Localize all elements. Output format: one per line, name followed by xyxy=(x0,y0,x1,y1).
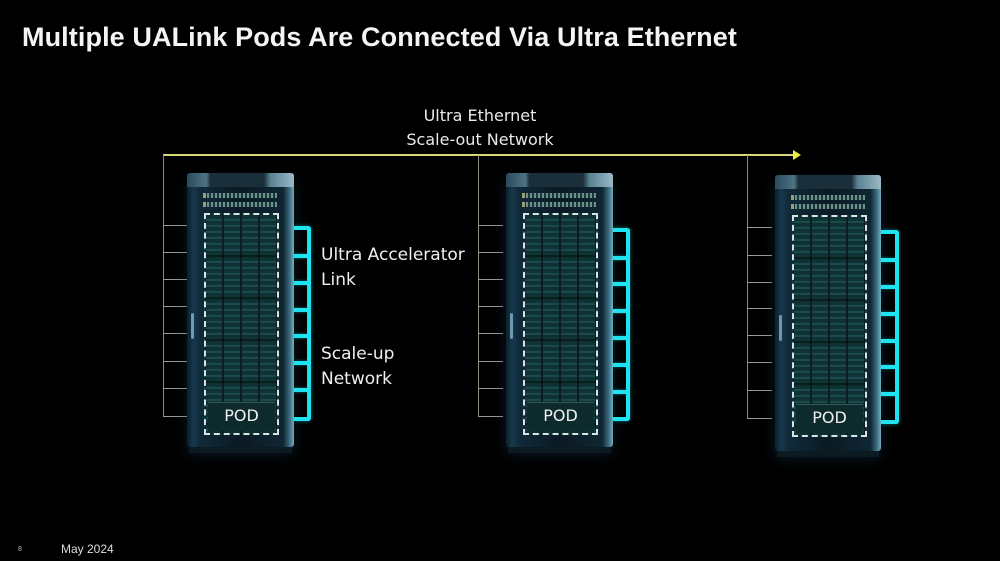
ualink-rung xyxy=(613,256,627,260)
rack-switch xyxy=(522,202,596,207)
ualink-label-line2: Link xyxy=(321,270,356,290)
pod-label: POD xyxy=(812,408,847,427)
rack-handle xyxy=(191,313,194,339)
server-rack-icon: POD xyxy=(506,173,613,453)
pod-label-background xyxy=(208,402,275,431)
scale-up-label-line2: Network xyxy=(321,369,392,389)
rack-top-panel xyxy=(506,173,613,187)
ethernet-port-tick xyxy=(478,388,503,389)
ethernet-port-tick xyxy=(163,306,188,307)
pod-2-ethernet-bracket xyxy=(478,155,479,417)
ualink-rung xyxy=(294,388,308,392)
rack-handle xyxy=(779,315,782,341)
ethernet-port-tick xyxy=(747,418,772,419)
ualink-rung xyxy=(294,254,308,258)
pod-boundary: POD xyxy=(792,215,867,437)
ethernet-port-tick xyxy=(163,252,188,253)
ualink-rung xyxy=(613,309,627,313)
ualink-rung xyxy=(881,258,896,262)
ualink-rung xyxy=(613,390,627,394)
ethernet-port-tick xyxy=(747,255,772,256)
ethernet-port-tick xyxy=(747,362,772,363)
ualink-label-line1: Ultra Accelerator xyxy=(321,245,465,265)
ualink-rung xyxy=(294,308,308,312)
rack-switch xyxy=(203,193,277,198)
ethernet-port-tick xyxy=(163,225,188,226)
rack-switch xyxy=(203,202,277,207)
ethernet-port-tick xyxy=(478,225,503,226)
scale-out-label-line2: Scale-out Network xyxy=(406,130,554,149)
ualink-rung xyxy=(613,363,627,367)
rack-base xyxy=(508,447,611,453)
ualink-rung xyxy=(613,336,627,340)
ethernet-port-tick xyxy=(747,227,772,228)
pod-label: POD xyxy=(224,406,259,425)
ethernet-port-tick xyxy=(163,388,188,389)
rack-switch xyxy=(522,193,596,198)
ethernet-port-tick xyxy=(163,279,188,280)
pod-3-ethernet-bracket xyxy=(747,155,748,419)
ethernet-port-tick xyxy=(747,335,772,336)
ethernet-port-tick xyxy=(478,306,503,307)
scale-up-label-line1: Scale-up xyxy=(321,344,395,364)
ethernet-port-tick xyxy=(747,390,772,391)
scale-out-network-label: Ultra Ethernet Scale-out Network xyxy=(360,104,600,152)
ualink-rung xyxy=(881,365,896,369)
ualink-rung xyxy=(881,285,896,289)
pod-2-ualink-bracket xyxy=(613,228,630,421)
footer-date: May 2024 xyxy=(61,542,114,556)
ualink-rung xyxy=(881,392,896,396)
rack-top-panel xyxy=(187,173,294,187)
ualink-rung xyxy=(613,282,627,286)
slide-title: Multiple UALink Pods Are Connected Via U… xyxy=(22,22,737,52)
arrow-right-icon xyxy=(793,150,801,160)
ethernet-port-tick xyxy=(478,252,503,253)
pod-boundary: POD xyxy=(204,213,279,435)
rack-top-panel xyxy=(775,175,881,189)
server-rack-icon: POD xyxy=(775,175,881,457)
page-number: 8 xyxy=(18,546,22,553)
ethernet-port-tick xyxy=(163,416,188,417)
ualink-rung xyxy=(881,339,896,343)
rack-switch xyxy=(791,204,865,209)
pod-label: POD xyxy=(543,406,578,425)
ethernet-port-tick xyxy=(478,279,503,280)
pod-boundary: POD xyxy=(523,213,598,435)
ethernet-port-tick xyxy=(478,361,503,362)
pod-3-ualink-bracket xyxy=(881,230,899,424)
ualink-rung xyxy=(294,334,308,338)
scale-up-network-label: Scale-up Network xyxy=(321,342,394,392)
server-rack-icon: POD xyxy=(187,173,294,453)
pod-1-ethernet-bracket xyxy=(163,155,164,417)
rack-base xyxy=(189,447,292,453)
ethernet-port-tick xyxy=(478,416,503,417)
ethernet-port-tick xyxy=(747,282,772,283)
ethernet-port-tick xyxy=(163,333,188,334)
rack-switch xyxy=(791,195,865,200)
pod-label-background xyxy=(796,404,863,433)
rack-base xyxy=(777,451,879,457)
ethernet-port-tick xyxy=(163,361,188,362)
ualink-rung xyxy=(294,281,308,285)
ethernet-port-tick xyxy=(478,333,503,334)
ualink-rung xyxy=(881,312,896,316)
rack-handle xyxy=(510,313,513,339)
scale-out-label-line1: Ultra Ethernet xyxy=(423,106,537,125)
pod-label-background xyxy=(527,402,594,431)
ethernet-port-tick xyxy=(747,308,772,309)
ualink-rung xyxy=(294,361,308,365)
pod-1-ualink-bracket xyxy=(294,226,311,421)
ualink-label: Ultra Accelerator Link xyxy=(321,243,465,293)
